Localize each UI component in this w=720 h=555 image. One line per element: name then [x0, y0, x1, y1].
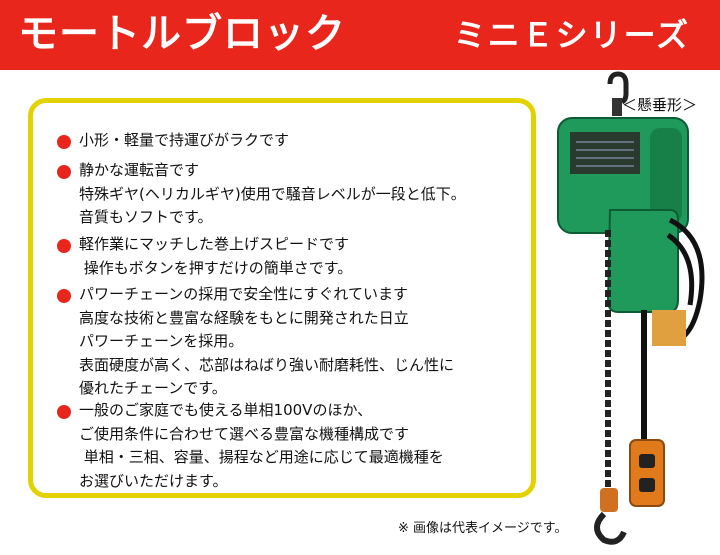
- pendant-controller: [629, 439, 665, 507]
- bullet-icon: [57, 405, 71, 419]
- bottom-hook-icon: [594, 511, 627, 545]
- feature-line: 表面硬度が高く、芯部はねばり強い耐磨耗性、じん性に: [79, 355, 455, 374]
- feature-line: パワーチェーンを採用。: [79, 332, 244, 350]
- feature-line: 優れたチェーンです。: [79, 379, 227, 397]
- header-banner: モートルブロック ミニＥシリーズ: [0, 0, 720, 70]
- nameplate: [570, 132, 640, 174]
- image-note: ※ 画像は代表イメージです。: [398, 521, 568, 536]
- feature-line: 静かな運転音です: [79, 161, 200, 179]
- bullet-icon: [57, 165, 71, 179]
- hook-shank: [612, 98, 622, 116]
- mount-type-label: ＜懸垂形＞: [622, 96, 698, 114]
- warning-tag: [652, 310, 686, 346]
- feature-line: パワーチェーンの採用で安全性にすぐれています: [79, 285, 408, 303]
- feature-line: 高度な技術と豊富な経験をもとに開発された日立: [79, 308, 409, 327]
- bullet-icon: [57, 289, 71, 303]
- feature-line: 音質もソフトです。: [79, 208, 213, 226]
- product-title: モートルブロック: [18, 11, 346, 57]
- bullet-icon: [57, 135, 71, 149]
- gear-case: [650, 128, 682, 223]
- feature-line: 単相・三相、容量、揚程など用途に応じて最適機種を: [79, 448, 444, 466]
- up-button-icon: [639, 454, 655, 468]
- feature-line: 小形・軽量で持運びがラクです: [79, 131, 290, 149]
- top-hook-icon: [607, 71, 629, 105]
- hoist-image: [557, 71, 705, 545]
- feature-line: 軽作業にマッチした巻上げスピードです: [79, 235, 350, 253]
- feature-line: ご使用条件に合わせて選べる豊富な機種構成です: [79, 424, 410, 443]
- down-button-icon: [639, 478, 655, 492]
- feature-line: お選びいただけます。: [79, 471, 228, 490]
- series-name: ミニＥシリーズ: [453, 16, 690, 54]
- bottom-block: [600, 488, 618, 512]
- feature-line: 一般のご家庭でも使える単相100Vのほか、: [79, 401, 373, 419]
- bullet-icon: [57, 239, 71, 253]
- feature-line: 特殊ギヤ(ヘリカルギヤ)使用で騒音レベルが一段と低下。: [79, 184, 466, 203]
- feature-line: 操作もボタンを押すだけの簡単さです。: [79, 258, 353, 277]
- chain-bucket: [606, 209, 679, 313]
- feature-card: 小形・軽量で持運びがラクです 静かな運転音です 特殊ギヤ(ヘリカルギヤ)使用で騒…: [28, 98, 536, 498]
